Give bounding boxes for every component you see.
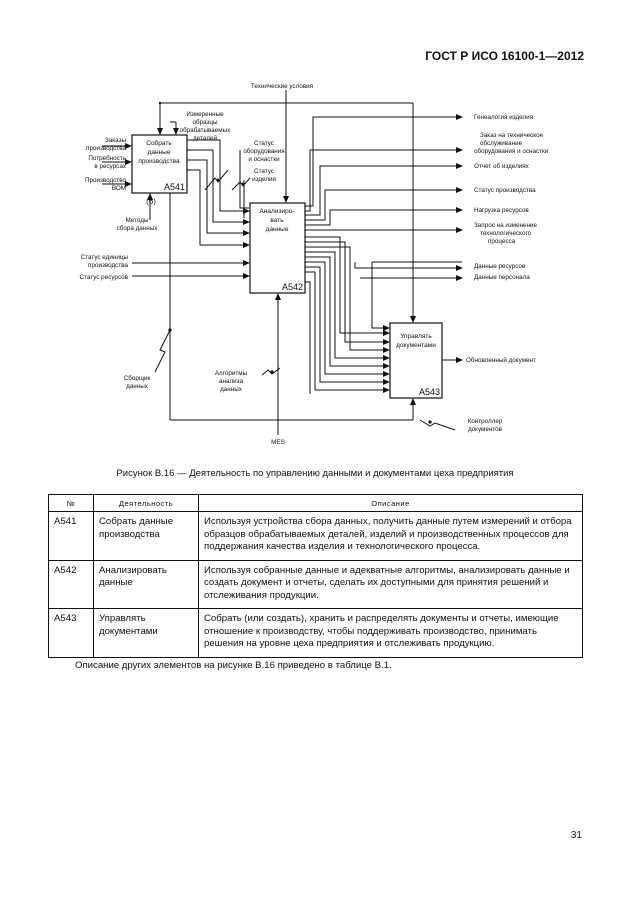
label-equip-status-2: оборудования <box>243 147 284 155</box>
cell-no: А543 <box>48 608 94 658</box>
label-product-status-2: изделия <box>252 176 276 183</box>
label-personnel-data: Данные персонала <box>474 274 530 281</box>
label-bom-2: ВОМ <box>112 185 126 192</box>
a541-label-3: производства <box>138 158 180 165</box>
cell-activity: Собрать данные производства <box>93 511 199 561</box>
label-collectors-2: данных <box>126 383 149 390</box>
idef0-diagram: Собрать данные производства Анализиро- в… <box>80 83 549 446</box>
label-needs-1: Потребность <box>88 154 126 162</box>
cell-activity: Управлять документами <box>93 608 199 658</box>
label-orders-2: производства <box>86 145 126 152</box>
cell-description: Используя собранные данные и адекватные … <box>198 560 583 609</box>
cell-description: Используя устройства сбора данных, получ… <box>198 511 583 561</box>
document-header: ГОСТ Р ИСО 16100-1—2012 <box>425 49 584 63</box>
a543-code: А543 <box>419 387 440 397</box>
table-row: А542 Анализировать данные Используя собр… <box>48 560 583 609</box>
label-change-3: процесса <box>488 238 516 245</box>
label-methods-1: Методы <box>126 217 149 224</box>
label-equip-status-3: и оснастки <box>248 156 280 163</box>
a542-code: А542 <box>282 282 303 292</box>
a542-label-1: Анализиро- <box>260 208 295 215</box>
a541-label-2: данные <box>148 149 171 156</box>
label-tech-conditions: Технические условия <box>251 83 313 90</box>
label-resource-status: Статус ресурсов <box>80 274 129 281</box>
label-algorithms-1: Алгоритмы <box>215 370 248 377</box>
label-resource-data: Данные ресурсов <box>474 263 526 270</box>
cell-activity: Анализировать данные <box>93 560 199 609</box>
label-updated-doc: Обновленный документ <box>466 356 536 364</box>
label-measured-2: образцы <box>192 118 218 126</box>
label-doc-controller-1: Контроллер <box>468 418 503 425</box>
label-equip-status-1: Статус <box>254 140 274 147</box>
a543-label-2: документами <box>396 342 436 349</box>
label-product-status-1: Статус <box>254 168 274 175</box>
label-change-1: Запрос на изменение <box>474 222 538 229</box>
label-mes: MES <box>271 439 285 446</box>
a543-label-1: Управлять <box>400 333 432 340</box>
label-maint-3: оборудования и оснастки <box>474 147 549 155</box>
label-product-report: Отчет об изделиях <box>474 162 530 170</box>
header-activity: Деятельность <box>93 494 199 512</box>
figure-caption: Рисунок В.16 — Деятельность по управлени… <box>116 468 514 479</box>
table-header-row: № Деятельность Описание <box>48 494 583 512</box>
a542-label-3: данные <box>266 226 289 233</box>
label-change-2: технологического <box>480 230 532 237</box>
label-maint-2: обслуживание <box>480 139 523 147</box>
header-description: Описание <box>198 494 583 512</box>
activities-table: № Деятельность Описание А541 Собрать дан… <box>48 494 583 658</box>
label-orders-1: Заказы <box>105 137 127 144</box>
box-a541 <box>131 134 188 194</box>
cell-no: А542 <box>48 560 94 609</box>
label-measured-3: обрабатываемых <box>180 126 231 134</box>
label-needs-2: в ресурсах <box>94 163 126 170</box>
a542-label-2: вать <box>270 217 284 224</box>
a541-label-1: Собрать <box>146 139 172 147</box>
label-unit-status-2: производства <box>88 262 128 269</box>
cell-no: А541 <box>48 511 94 561</box>
label-bom-1: Производство <box>85 177 127 184</box>
label-algorithms-2: анализа <box>219 378 244 385</box>
label-collectors-1: Сборщик <box>124 374 151 382</box>
table-row: А541 Собрать данные производства Использ… <box>48 511 583 561</box>
header-no: № <box>48 494 94 512</box>
page-number: 31 <box>570 830 582 841</box>
label-doc-controller-2: документов <box>468 426 503 433</box>
label-maint-1: Заказ на техническое <box>480 132 544 139</box>
a541-code: А541 <box>164 182 185 192</box>
table-row: А543 Управлять документами Собрать (или … <box>48 608 583 658</box>
label-resource-loading: Нагрузка ресурсов <box>474 207 529 214</box>
label-methods-2: сбора данных <box>117 224 159 232</box>
label-unit-status-1: Статус единицы <box>81 254 129 261</box>
footnote-text: Описание других элементов на рисунке В.1… <box>75 660 392 671</box>
label-measured-4: деталей <box>193 134 217 142</box>
cell-description: Собрать (или создать), хранить и распред… <box>198 608 583 658</box>
label-algorithms-3: данных <box>220 386 243 393</box>
label-measured-1: Измеренные <box>186 111 224 118</box>
label-production-status: Статус производства <box>474 187 536 194</box>
label-genealogy: Генеалогия изделия <box>474 114 533 121</box>
callout-marker: (6) <box>146 197 156 206</box>
